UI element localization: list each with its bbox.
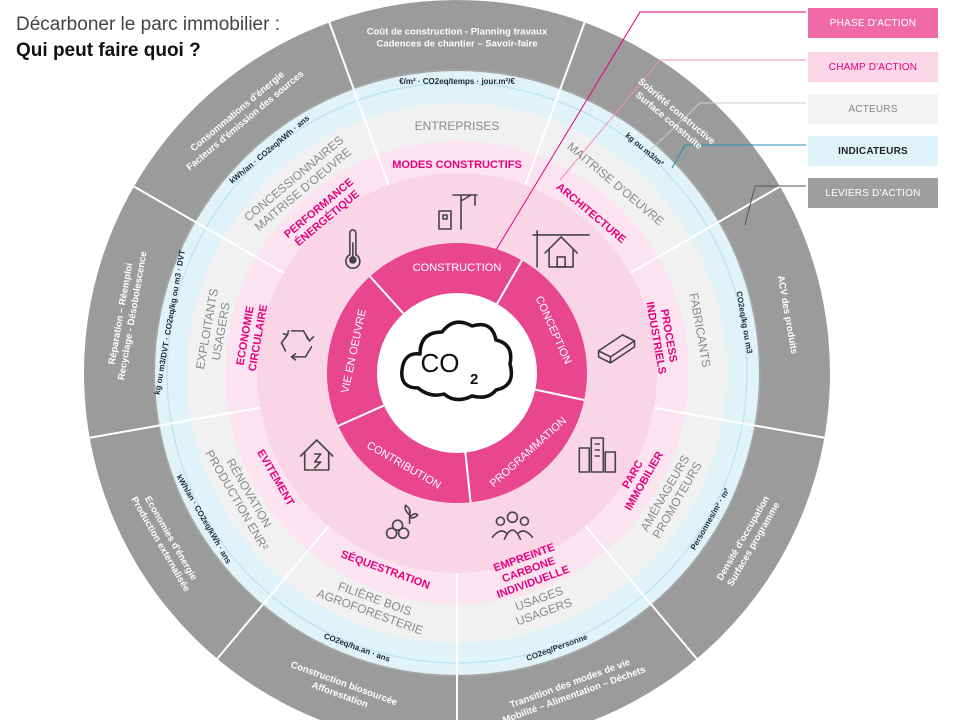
legend-phase: PHASE D'ACTION [808,8,938,38]
crane-building-icon [438,194,478,230]
sector-divider [133,185,285,274]
champs-ring-icons [280,194,636,541]
leader-line [495,11,806,251]
sector-divider [216,525,330,660]
legend-leader-lines [495,11,806,251]
phase-divider [369,275,405,315]
beams-icon [597,334,636,364]
sector-divider [328,22,390,186]
title-line-2: Qui peut faire quoi ? [16,40,201,61]
co2-subscript: 2 [470,371,478,388]
leader-line [744,185,806,226]
phase-divider [535,388,585,402]
logs-sprout-icon [385,504,419,540]
leader-line [671,144,806,169]
phase-divider [496,259,523,305]
co2-label: CO [421,348,460,378]
indicateur-label: €/m² · CO2eq/temps · jour.m²/€ [399,77,515,86]
house-blueprint-icon [532,230,590,268]
leader-line [559,59,806,181]
title-line-1: Décarboner le parc immobilier : [16,14,280,35]
legend-acteurs: ACTEURS [808,94,938,124]
phase-label: CONSTRUCTION [413,262,502,274]
legend-indicateurs: INDICATEURS [808,136,938,166]
sector-divider [524,22,586,186]
ring-center [377,293,537,453]
phase-divider [464,452,472,503]
co2-cloud-icon [400,320,514,402]
sector-dividers [89,22,825,720]
wheel-rings [84,0,830,720]
legend-champ: CHAMP D'ACTION [808,52,938,82]
sector-divider [653,406,825,439]
city-icon [578,437,617,473]
leader-line [639,102,806,161]
acteur-label: ENTREPRISES [415,119,500,133]
sector-divider [629,185,781,274]
center-co2: CO 2 [400,320,514,402]
phase-divider [337,404,385,427]
champ-label: MODES CONSTRUCTIFS [392,159,522,171]
smart-house-icon [299,439,334,471]
people-group-icon [491,511,534,541]
sector-divider [89,406,261,439]
thermometer-icon [345,229,361,270]
levier-label: Réparation – RéemploiRecyclage - Désobol… [104,249,149,381]
recycle-icon [280,330,315,361]
legend-leviers: LEVIERS D'ACTION [808,178,938,208]
sector-divider [584,525,698,660]
